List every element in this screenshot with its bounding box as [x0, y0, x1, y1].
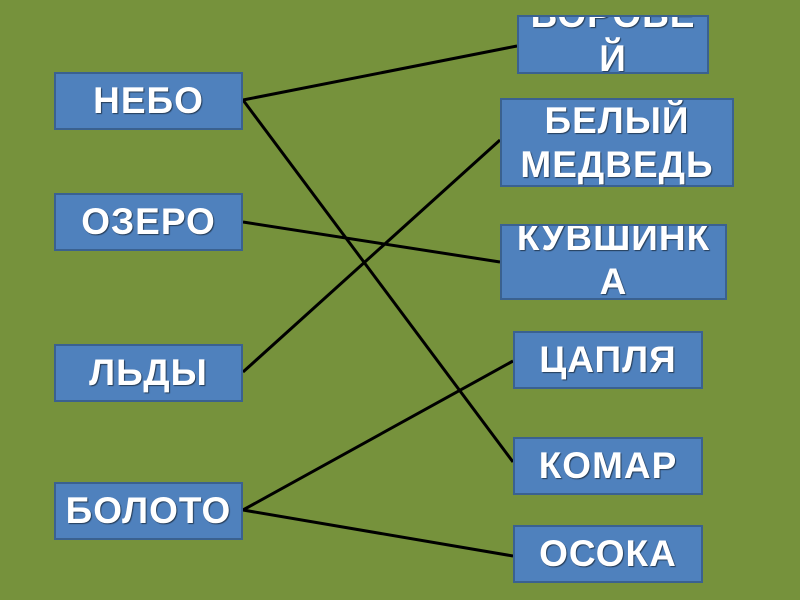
word-box-label: ЛЬДЫ: [89, 352, 208, 394]
word-box-caplya[interactable]: ЦАПЛЯ: [513, 331, 703, 389]
word-box-ozero[interactable]: ОЗЕРО: [54, 193, 243, 251]
word-box-label: ОЗЕРО: [81, 201, 216, 243]
word-box-label: БЕЛЫЙ МЕДВЕДЬ: [520, 99, 714, 185]
word-box-boloto[interactable]: БОЛОТО: [54, 482, 243, 540]
line-nebo-vorobey: [242, 44, 518, 102]
word-box-label: БОЛОТО: [65, 490, 232, 532]
word-box-label: ВОРОБЕЙ: [531, 17, 695, 74]
word-box-label: ОСОКА: [539, 533, 677, 575]
word-box-label: НЕБО: [93, 80, 204, 122]
line-ozero-kuvshinka: [242, 220, 501, 264]
word-box-medved[interactable]: БЕЛЫЙ МЕДВЕДЬ: [500, 98, 734, 187]
word-box-nebo[interactable]: НЕБО: [54, 72, 243, 130]
line-ldy-medved: [241, 138, 502, 374]
line-boloto-caplya: [242, 359, 514, 512]
line-nebo-komar: [241, 99, 515, 463]
word-box-osoka[interactable]: ОСОКА: [513, 525, 703, 583]
word-box-label: КОМАР: [538, 445, 678, 487]
word-box-komar[interactable]: КОМАР: [513, 437, 703, 495]
word-box-kuvshinka[interactable]: КУВШИНКА: [500, 224, 727, 300]
word-box-ldy[interactable]: ЛЬДЫ: [54, 344, 243, 402]
word-box-label: ЦАПЛЯ: [539, 339, 677, 381]
line-boloto-osoka: [242, 508, 514, 558]
word-box-label: КУВШИНКА: [516, 224, 711, 300]
word-box-vorobey[interactable]: ВОРОБЕЙ: [517, 15, 709, 74]
